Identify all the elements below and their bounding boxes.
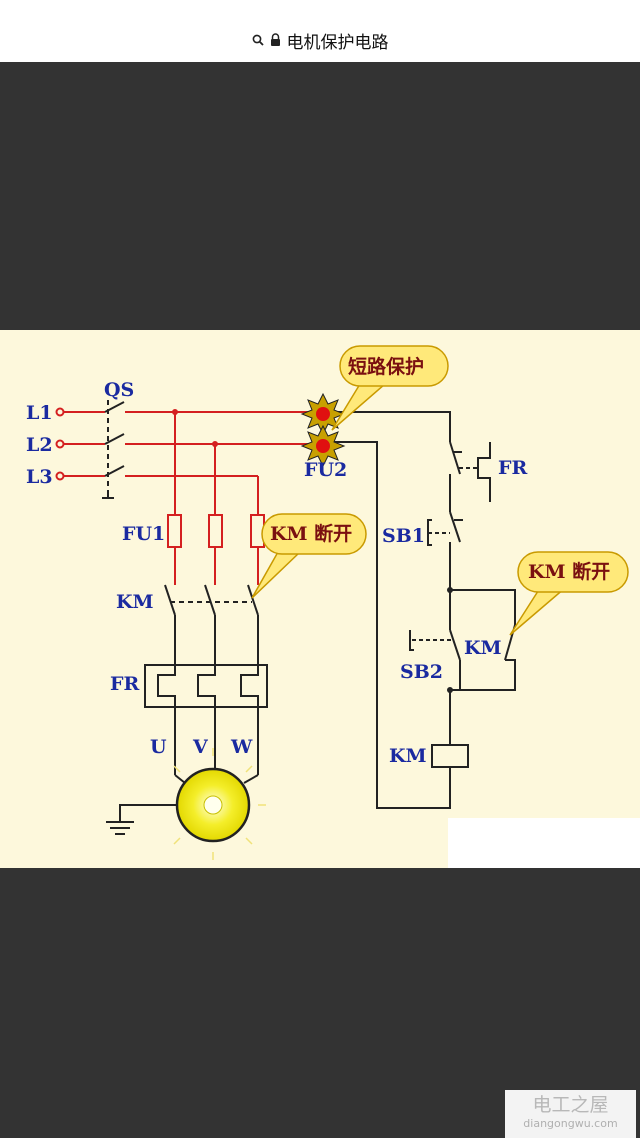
control-junctions [447,587,453,693]
fr-thermal-relay [144,664,268,775]
fu2-spark-icons [300,392,346,468]
label-fr: FR [110,673,139,695]
white-patch [448,818,640,868]
callout-km-open-main-text: KM 断开 [270,522,352,545]
label-fu2: FU2 [304,459,347,481]
label-l3: L3 [26,466,53,488]
callout-km-open-control [509,551,629,636]
label-w: W [230,736,253,758]
label-l2: L2 [26,434,53,456]
motor [106,748,266,860]
callout-short-circuit [331,345,449,431]
qs-switch [102,400,125,499]
label-u: U [150,736,167,758]
label-km-coil: KM [389,745,427,767]
label-v: V [192,736,209,758]
lock-icon [270,31,281,50]
image-viewer-background-top [0,62,640,330]
watermark-title: 电工之屋 [532,1094,609,1116]
watermark-url: diangongwu.com [523,1117,618,1130]
supply-lines [60,411,318,585]
junction-dots [172,409,218,447]
label-sb2: SB2 [400,661,443,683]
label-km-aux: KM [464,637,502,659]
control-circuit [330,411,516,809]
address-bar[interactable]: 电机保护电路 [0,28,640,53]
watermark: 电工之屋 diangongwu.com [505,1090,636,1138]
circuit-diagram: L1 L2 L3 QS FU1 FU2 KM FR U V W FR SB1 S… [26,345,640,868]
label-sb1: SB1 [382,525,425,547]
callout-km-open-control-text: KM 断开 [528,560,610,583]
label-km-main: KM [116,591,154,613]
label-fu1: FU1 [122,523,165,545]
fu1-fuses [167,514,265,548]
page-title: 电机保护电路 [286,32,389,53]
callout-km-open-main [251,513,367,599]
search-icon [252,31,264,50]
km-main-contacts [164,584,259,665]
browser-top-bar: 电机保护电路 [0,0,640,62]
motor-protection-circuit-figure: L1 L2 L3 QS FU1 FU2 KM FR U V W FR SB1 S… [0,330,640,868]
callout-short-circuit-text: 短路保护 [348,355,424,378]
label-l1: L1 [26,402,53,424]
terminal-circles [55,407,65,481]
label-qs: QS [104,379,134,401]
label-fr-contact: FR [498,457,527,479]
